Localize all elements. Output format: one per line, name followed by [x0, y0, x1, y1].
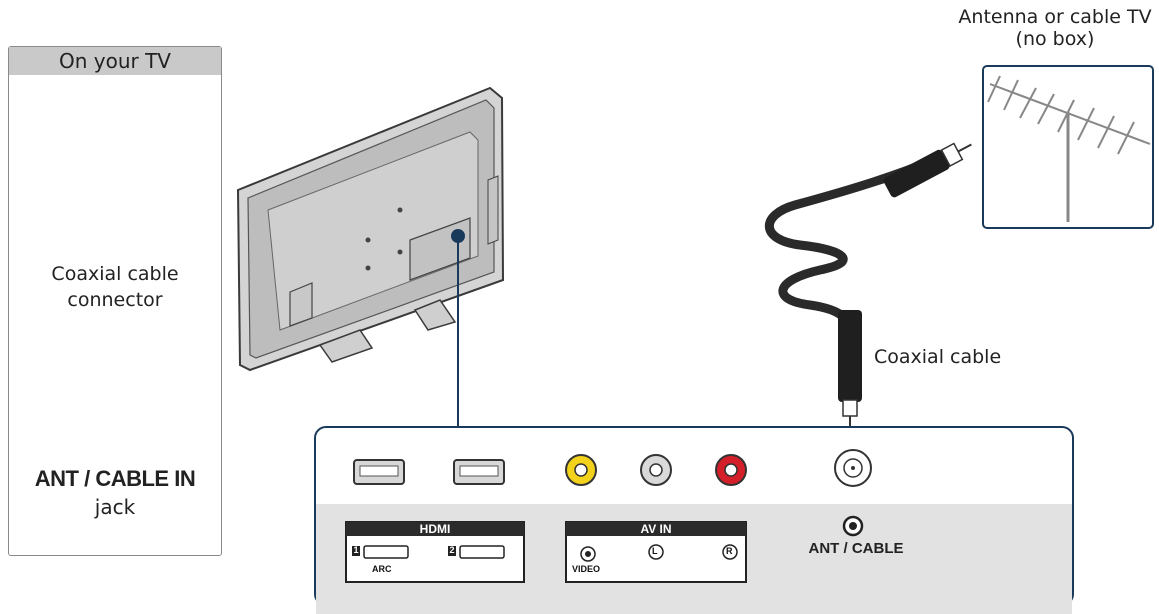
coaxial-cable-label: Coaxial cable: [874, 346, 1002, 368]
av-in-tag: AV IN: [640, 522, 672, 536]
sidebar-header: On your TV: [9, 47, 221, 75]
ant-cable-small-icon: [842, 515, 864, 537]
rca-right-port: [715, 454, 747, 486]
antenna-label-line1: Antenna or cable TV: [958, 6, 1152, 28]
jack-label-sub: jack: [94, 495, 136, 519]
ant-cable-port: [834, 449, 872, 487]
rca-left-port: [640, 454, 672, 486]
av-in-label-box: [565, 521, 747, 583]
coaxial-cable-illustration: [764, 142, 972, 440]
antenna-illustration: [982, 65, 1154, 229]
hdmi-label-box: [345, 521, 525, 583]
antenna-label: Antenna or cable TV (no box): [940, 6, 1159, 50]
antenna-label-line2: (no box): [1015, 28, 1095, 50]
hdmi-arc-label: ARC: [372, 564, 392, 574]
av-right-label: R: [726, 546, 733, 556]
connection-panel: HDMI 1 2 ARC AV IN VIDEO L R ANT / CABLE: [314, 426, 1074, 614]
hdmi-port-1-number: 1: [353, 545, 359, 555]
tv-back-illustration: [236, 86, 505, 372]
av-left-label: L: [652, 546, 658, 556]
hdmi-port-2-number: 2: [449, 545, 455, 555]
av-video-label: VIDEO: [572, 564, 601, 574]
connection-diagram: [47, 65, 1154, 449]
hdmi-port-2: [453, 459, 505, 485]
coax-connector-label: Coaxial cable connector: [9, 261, 221, 313]
coax-connector-label-line2: connector: [67, 289, 163, 311]
jack-label-title: ANT / CABLE IN: [34, 466, 196, 491]
on-your-tv-sidebar: On your TV Coaxial cable connector ANT /…: [8, 46, 222, 556]
hdmi-tag: HDMI: [419, 522, 451, 536]
panel-ports: [345, 449, 872, 583]
hdmi-port-1: [353, 459, 405, 485]
coax-connector-label-line1: Coaxial cable: [51, 263, 179, 285]
rca-video-port: [565, 454, 597, 486]
ant-cable-panel-label: ANT / CABLE: [808, 540, 904, 557]
jack-label: ANT / CABLE IN jack: [9, 465, 221, 521]
